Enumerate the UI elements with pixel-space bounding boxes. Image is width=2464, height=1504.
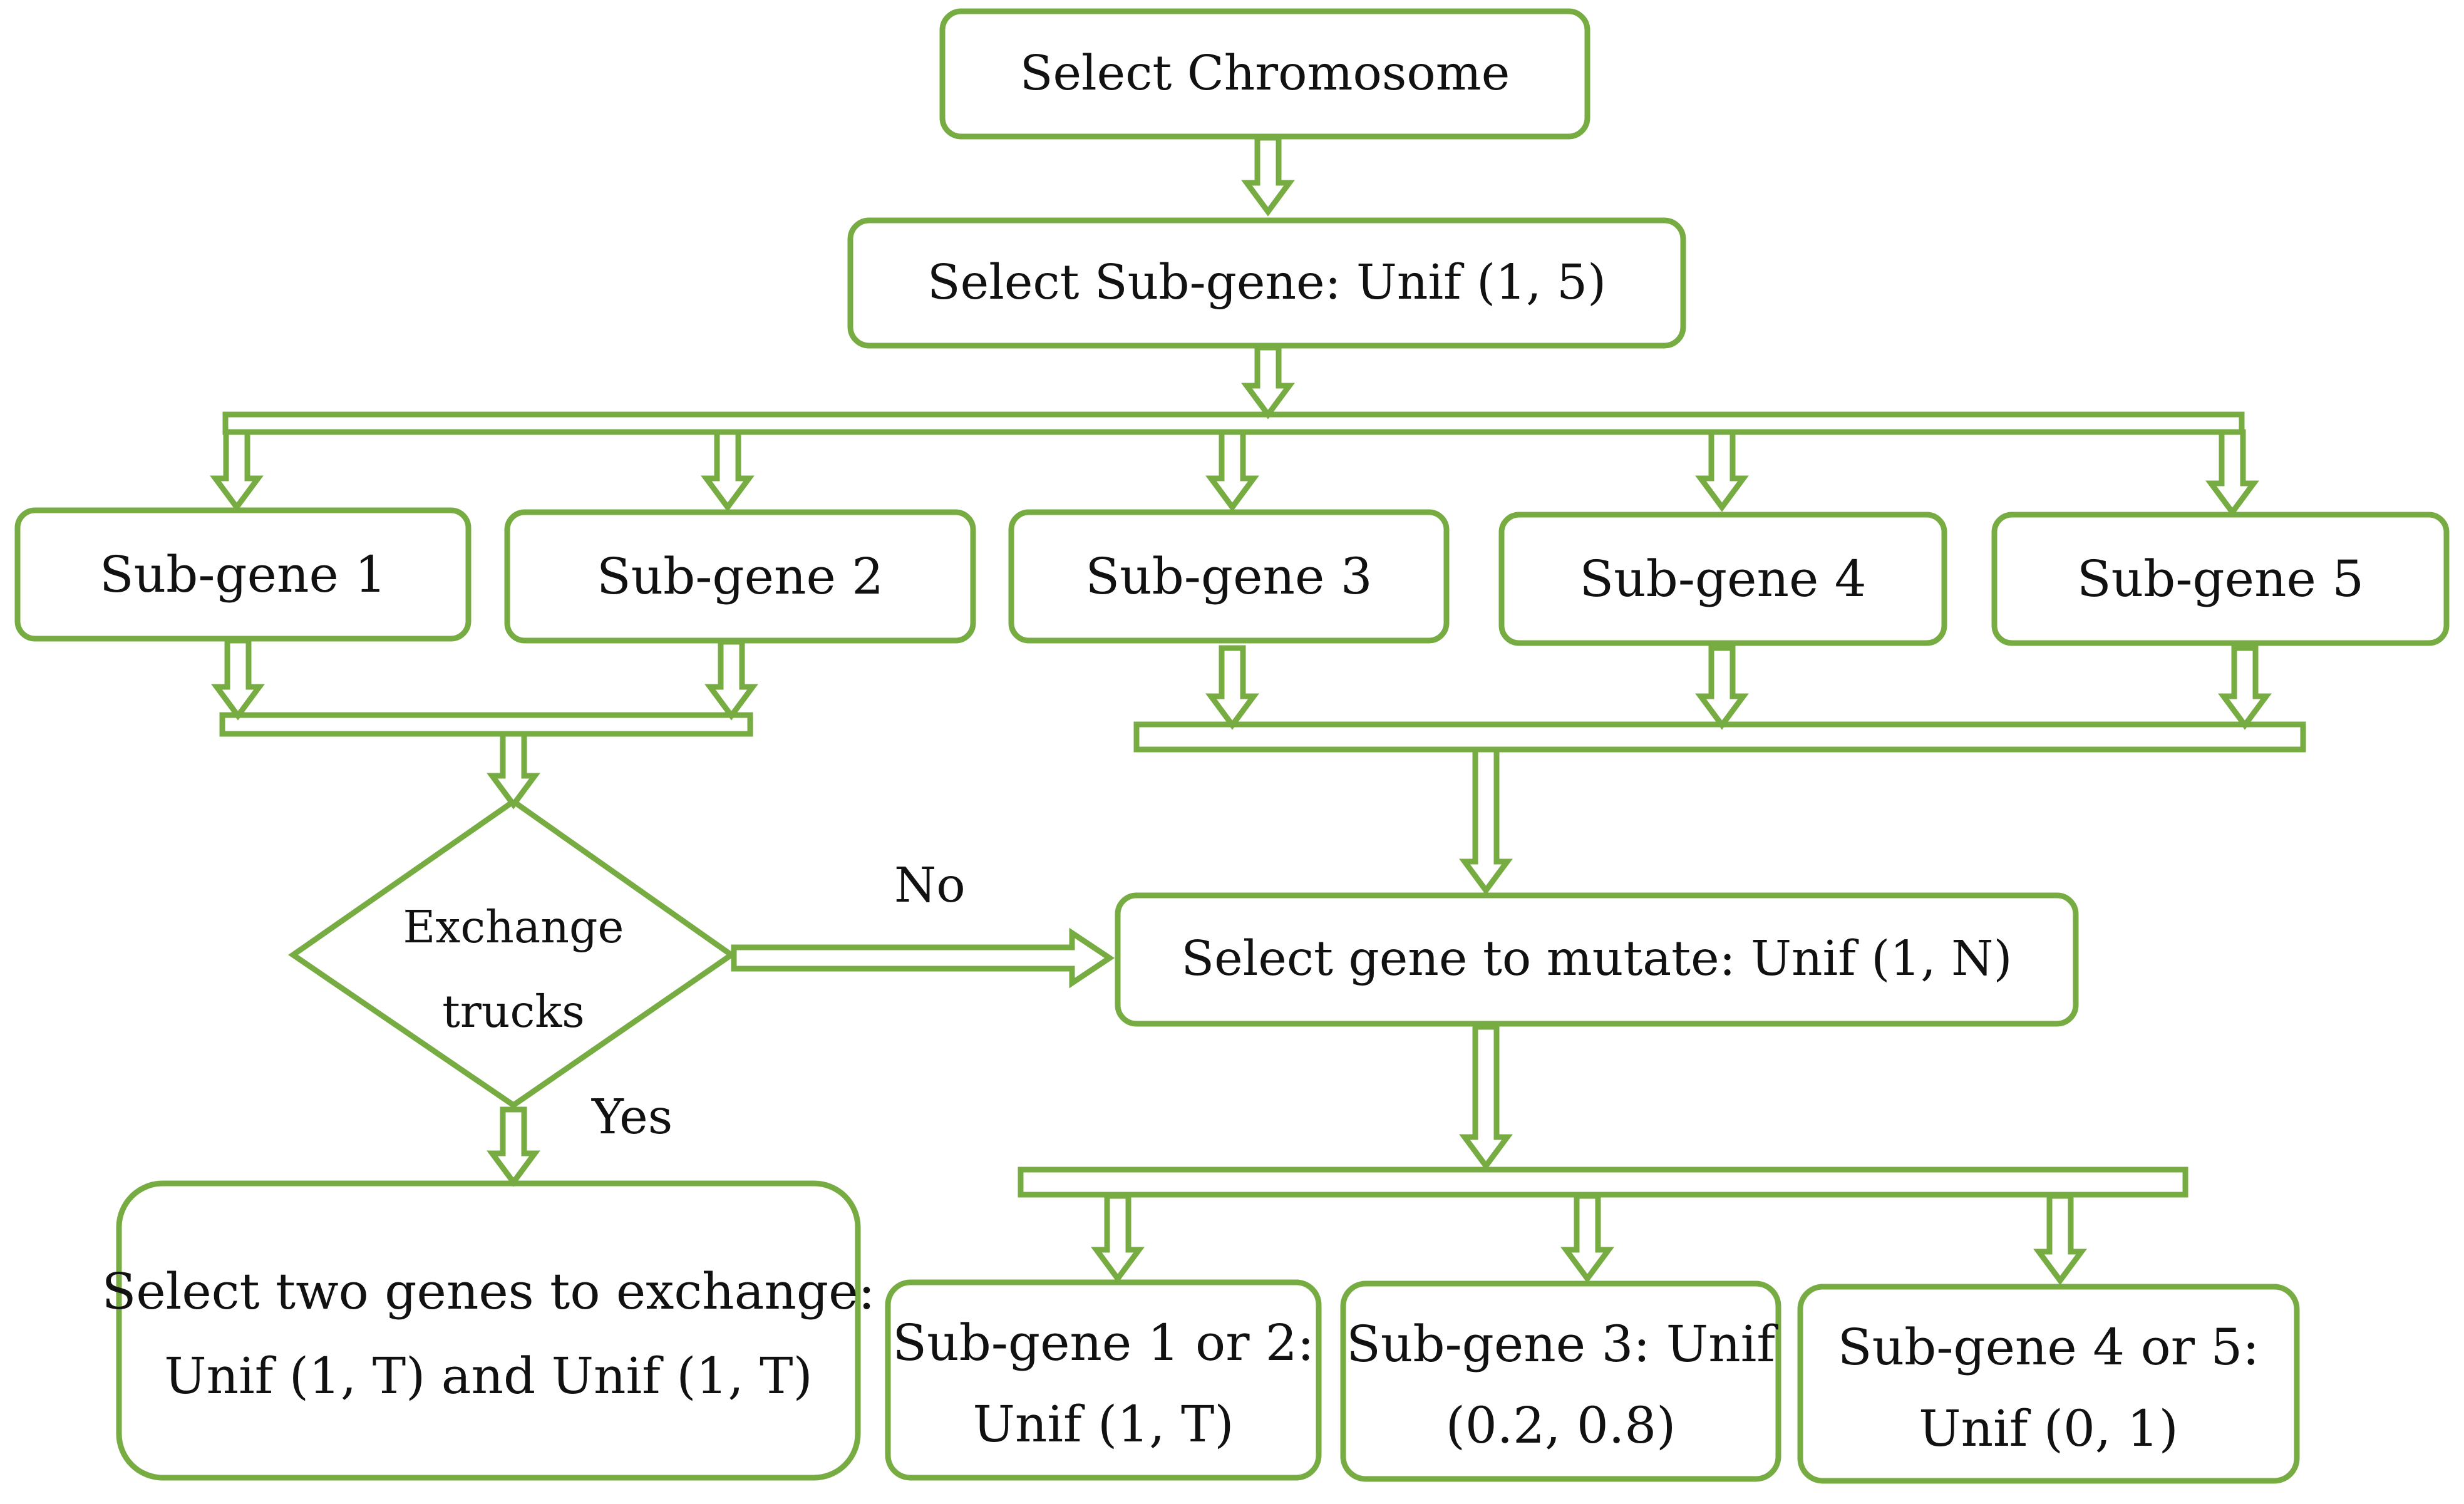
arrow-merge-to-mutate bbox=[1459, 746, 1513, 895]
subgene-1-label: Sub-gene 1 bbox=[99, 545, 387, 604]
subgene-4-label: Sub-gene 4 bbox=[1579, 549, 1867, 608]
arrow-sg4-to-merge bbox=[1695, 645, 1749, 730]
exchange-trucks-label-line2: trucks bbox=[442, 985, 585, 1038]
arrow-split-to-sg1 bbox=[210, 429, 264, 512]
bottom-split-bar bbox=[1018, 1167, 2188, 1198]
exchange-trucks-decision bbox=[288, 798, 736, 1109]
arrow-sg5-to-merge bbox=[2218, 645, 2272, 730]
arrow-split-to-res12 bbox=[1091, 1193, 1145, 1284]
arrow-chromosome-to-subgene bbox=[1241, 135, 1295, 217]
arrow-split-to-sg2 bbox=[701, 429, 755, 512]
arrow-split-to-res3 bbox=[1560, 1193, 1614, 1284]
arrow-split-to-sg4 bbox=[1695, 429, 1749, 512]
select-two-genes-box bbox=[116, 1180, 861, 1481]
arrow-split-to-sg3 bbox=[1205, 429, 1259, 512]
subgene-3-box bbox=[1008, 509, 1450, 644]
arrow-sg2-to-merge bbox=[704, 639, 758, 721]
result-subgene-45-label-line1: Sub-gene 4 or 5: bbox=[1837, 1318, 2260, 1377]
subgene-2-label: Sub-gene 2 bbox=[596, 547, 884, 605]
result-subgene-12-box bbox=[885, 1279, 1322, 1481]
result-subgene-3-box bbox=[1340, 1280, 1781, 1482]
subgene-3-label: Sub-gene 3 bbox=[1085, 547, 1373, 605]
select-gene-mutate-label: Select gene to mutate: Unif (1, N) bbox=[1181, 931, 2013, 987]
result-subgene-45-box bbox=[1797, 1284, 2300, 1484]
right-merge-bar bbox=[1133, 721, 2306, 753]
arrow-subgene-to-split bbox=[1241, 344, 1295, 420]
arrow-sg3-to-merge bbox=[1205, 645, 1259, 730]
arrow-sg1-to-merge bbox=[211, 637, 265, 721]
select-two-genes-label-line2: Unif (1, T) and Unif (1, T) bbox=[164, 1346, 813, 1405]
subgene-4-box bbox=[1498, 512, 1947, 646]
result-subgene-3-label-line2: (0.2, 0.8) bbox=[1445, 1396, 1676, 1455]
no-edge-label: No bbox=[894, 858, 966, 914]
result-subgene-45-label-line2: Unif (0, 1) bbox=[1919, 1399, 2178, 1458]
select-subgene-label: Select Sub-gene: Unif (1, 5) bbox=[927, 254, 1607, 311]
left-merge-bar bbox=[219, 712, 753, 737]
select-two-genes-label-line1: Select two genes to exchange: bbox=[101, 1262, 875, 1321]
arrow-split-to-sg5 bbox=[2205, 429, 2259, 517]
select-chromosome-label: Select Chromosome bbox=[1019, 45, 1510, 101]
exchange-trucks-label-line1: Exchange bbox=[403, 900, 624, 953]
arrow-decision-to-exchange bbox=[487, 1106, 540, 1187]
arrow-mutate-to-split bbox=[1459, 1024, 1513, 1171]
yes-edge-label: Yes bbox=[592, 1089, 673, 1145]
arrow-split-to-res45 bbox=[2033, 1193, 2087, 1285]
result-subgene-12-label-line1: Sub-gene 1 or 2: bbox=[892, 1314, 1314, 1373]
arrow-merge-to-decision bbox=[487, 731, 540, 810]
result-subgene-3-label-line1: Sub-gene 3: Unif bbox=[1346, 1315, 1775, 1374]
subgene-5-box bbox=[1991, 512, 2450, 646]
result-subgene-12-label-line2: Unif (1, T) bbox=[972, 1395, 1234, 1454]
subgene-5-label: Sub-gene 5 bbox=[2076, 549, 2364, 608]
arrow-decision-no-to-mutate bbox=[731, 927, 1115, 989]
select-gene-mutate-box bbox=[1115, 892, 2079, 1027]
